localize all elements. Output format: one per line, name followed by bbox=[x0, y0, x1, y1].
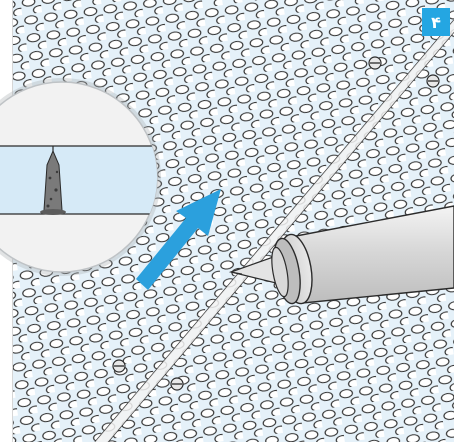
sealant-tube bbox=[228, 205, 454, 305]
screw-head-icon bbox=[170, 377, 184, 391]
screw-head-icon bbox=[426, 74, 440, 88]
arrow-up-right-icon bbox=[136, 189, 221, 290]
detail-magnifier bbox=[0, 78, 161, 276]
step-number-badge: ۴ bbox=[422, 8, 450, 36]
screw-head-icon bbox=[112, 359, 126, 373]
screw-head-icon bbox=[368, 56, 382, 70]
panel-joint bbox=[94, 19, 454, 442]
